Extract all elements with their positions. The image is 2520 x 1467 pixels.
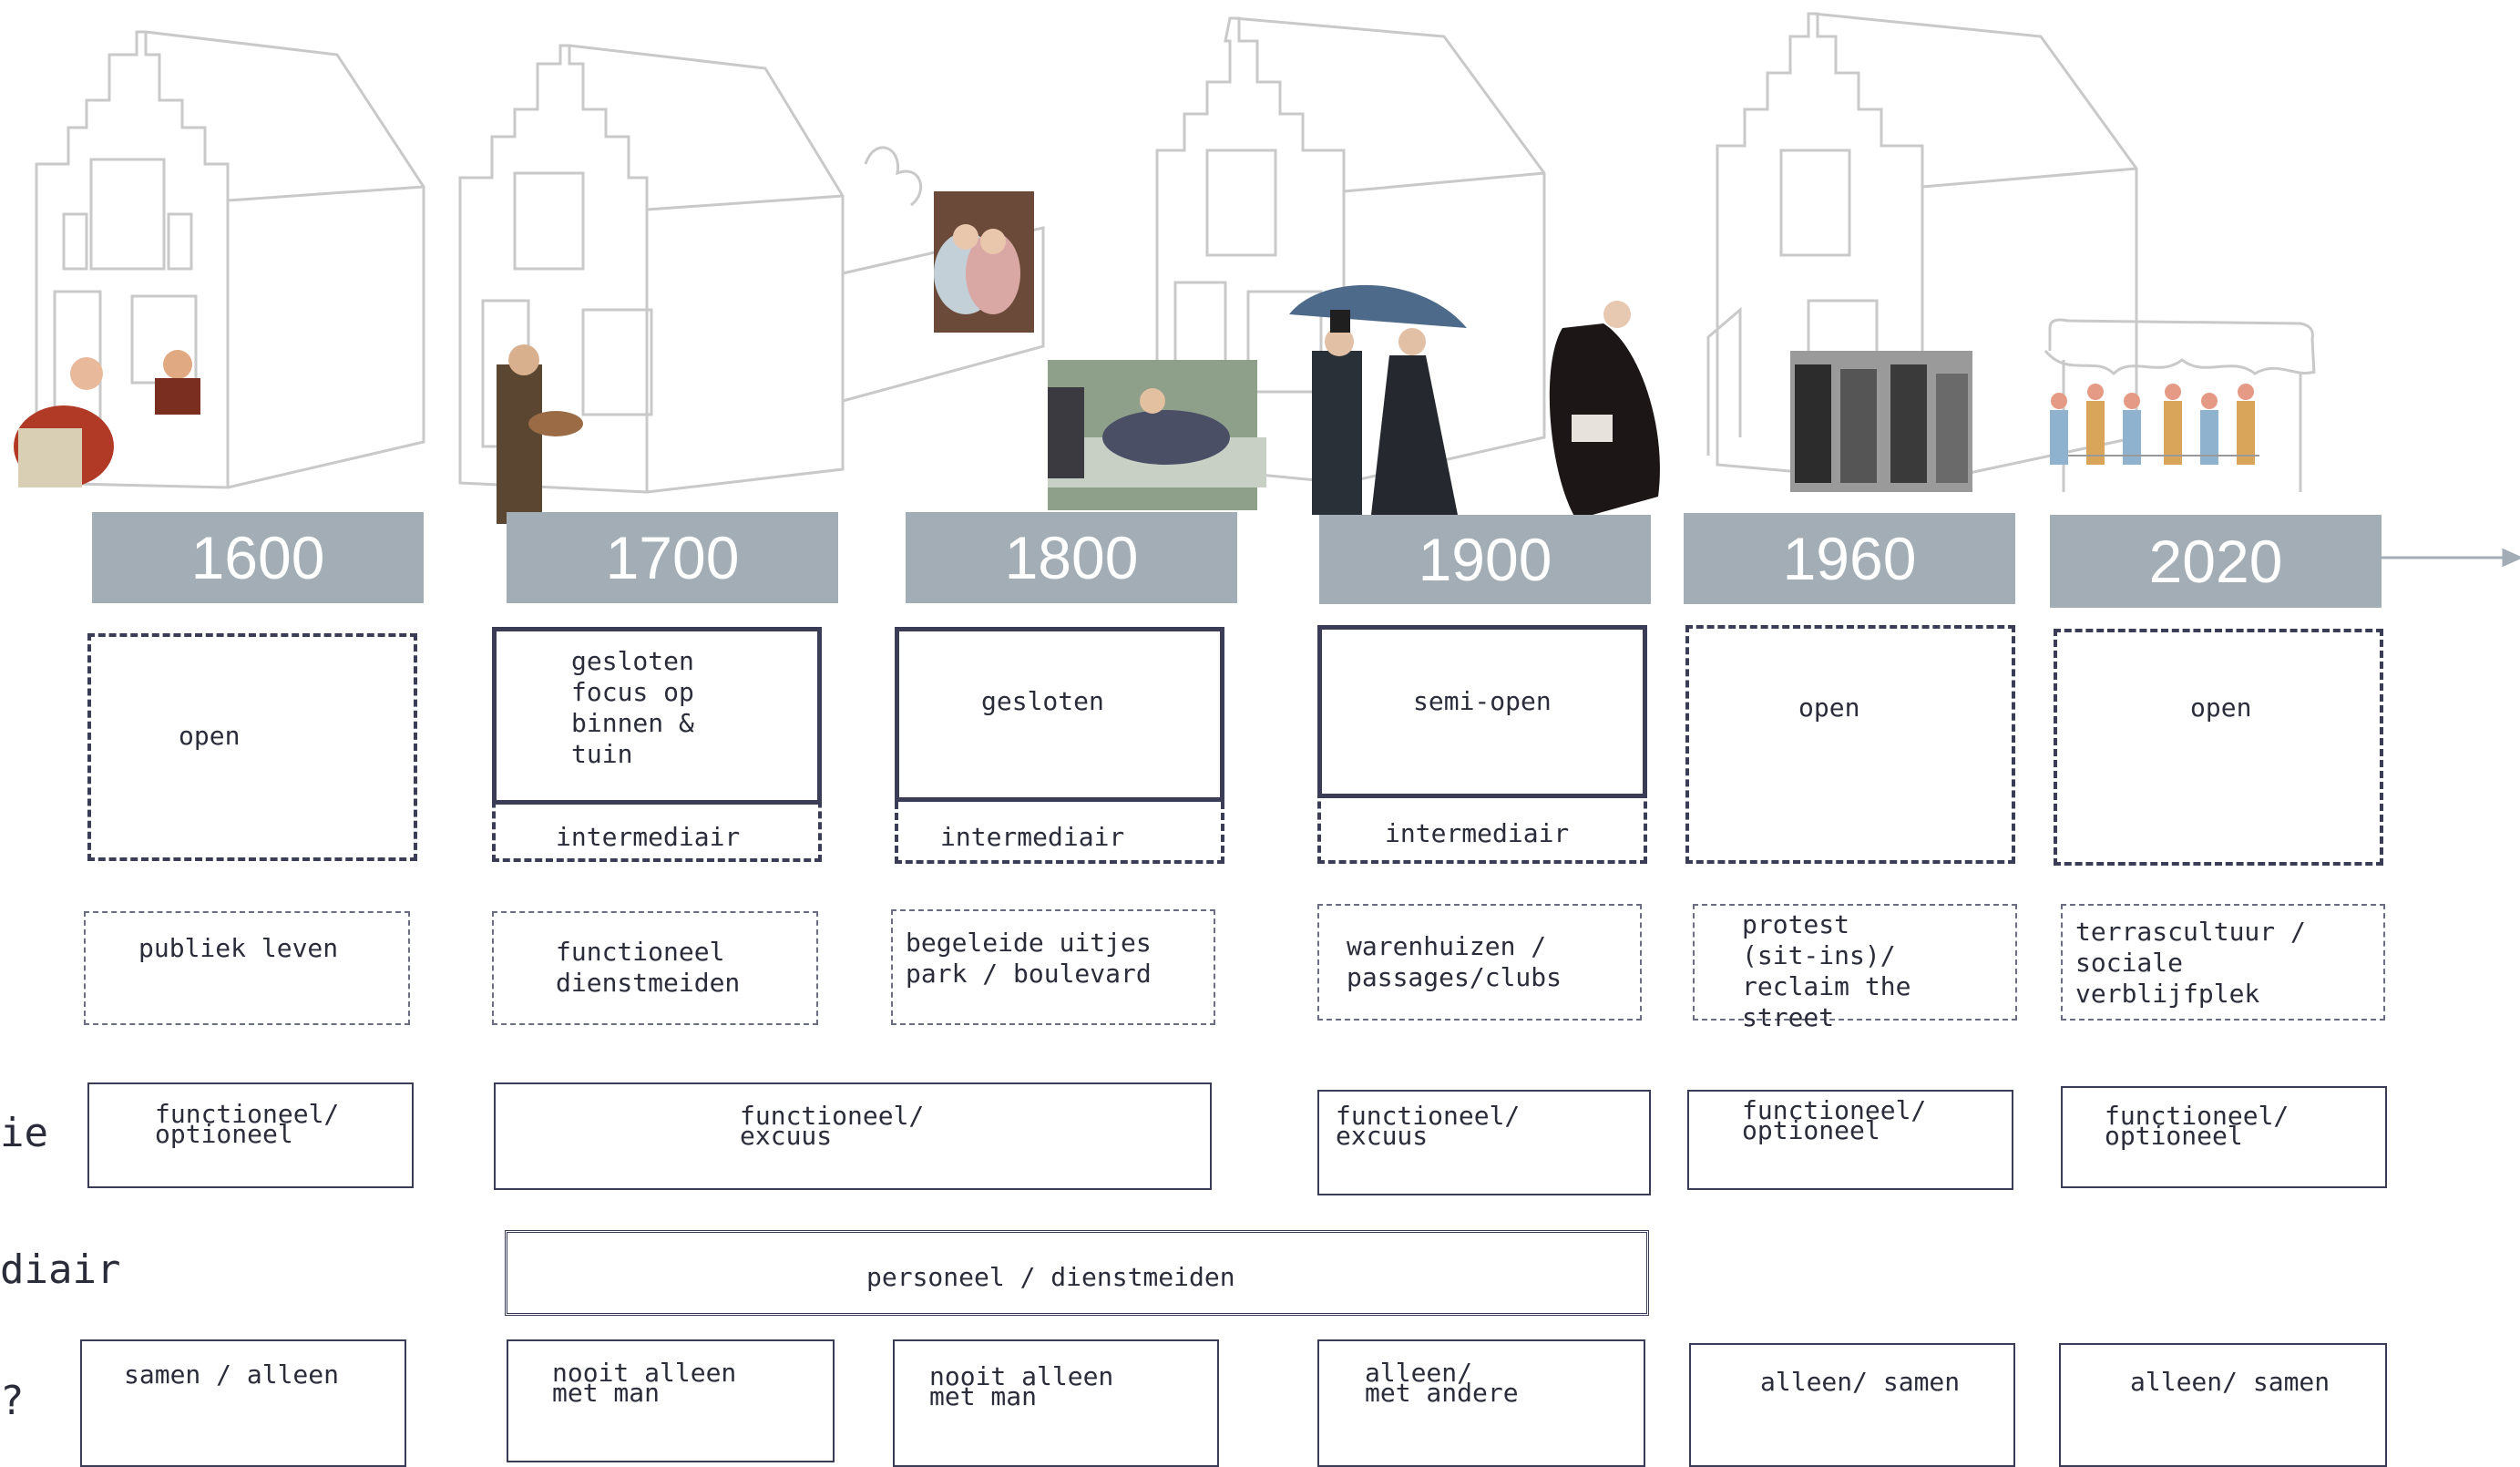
row-label-functie: ie [0, 1110, 48, 1156]
alone-box-1800: nooit alleen met man [893, 1339, 1219, 1467]
year-1900: 1900 [1319, 515, 1651, 604]
activity-box-1700: functioneel dienstmeiden [492, 911, 818, 1025]
figure-illustration-1800 [1048, 360, 1266, 510]
openness-box-1700: gesloten focus op binnen & tuin [492, 627, 822, 805]
activity-label-2020: terrascultuur / sociale verblijfplek [2075, 917, 2306, 1009]
activity-box-2020: terrascultuur / sociale verblijfplek [2061, 904, 2385, 1021]
timeline-arrow [2382, 548, 2520, 568]
alone-label-1900: alleen/ met andere [1365, 1358, 1519, 1408]
intermediair-box: personeel / dienstmeiden [505, 1230, 1649, 1316]
openness-label-1600: open [179, 721, 241, 751]
alone-label-2020: alleen/ samen [2130, 1367, 2330, 1397]
alone-label-1800: nooit alleen met man [929, 1361, 1114, 1411]
year-1960: 1960 [1684, 513, 2015, 604]
alone-box-1960: alleen/ samen [1689, 1343, 2015, 1467]
intermediate-label-1800: intermediair [940, 822, 1125, 852]
activity-label-1900: warenhuizen / passages/clubs [1347, 931, 1562, 992]
row-label-alleen: ? [0, 1378, 25, 1424]
year-1700: 1700 [507, 512, 838, 603]
alone-box-1600: samen / alleen [80, 1339, 406, 1467]
intermediair-label: personeel / dienstmeiden [866, 1262, 1235, 1292]
intermediate-label-1900: intermediair [1385, 818, 1570, 848]
activity-box-1900: warenhuizen / passages/clubs [1317, 904, 1642, 1021]
alone-label-1700: nooit alleen met man [552, 1358, 737, 1408]
year-1600: 1600 [92, 512, 424, 603]
figure-illustration-1960 [1790, 351, 1972, 492]
function-label-1960: functioneel/ optioneel [1742, 1095, 1927, 1145]
figure-illustration-1700 [497, 191, 1034, 524]
openness-label-1900: semi-open [1413, 686, 1552, 716]
openness-box-1960: open [1685, 625, 2015, 864]
alone-box-1700: nooit alleen met man [507, 1339, 835, 1462]
function-box-1960: functioneel/ optioneel [1687, 1090, 2013, 1190]
openness-label-1800: gesloten [981, 686, 1104, 716]
function-box-1700-1800: functioneel/ excuus [494, 1082, 1212, 1190]
year-1800: 1800 [906, 512, 1237, 603]
activity-label-1700: functioneel dienstmeiden [556, 937, 741, 998]
openness-label-1960: open [1798, 692, 1860, 723]
figure-illustration-2020 [2050, 384, 2259, 465]
house-sketch-1600 [35, 30, 425, 489]
openness-label-2020: open [2190, 692, 2252, 723]
alone-box-1900: alleen/ met andere [1317, 1339, 1645, 1467]
function-box-1600: functioneel/ optioneel [87, 1082, 414, 1188]
openness-box-2020: open [2054, 629, 2383, 866]
activity-label-1800: begeleide uitjes park / boulevard [906, 928, 1152, 989]
year-2020: 2020 [2050, 515, 2382, 608]
openness-box-1800: gesloten [895, 627, 1224, 802]
alone-label-1600: samen / alleen [124, 1359, 340, 1390]
function-box-1900: functioneel/ excuus [1317, 1090, 1651, 1195]
function-label-1600: functioneel/ optioneel [155, 1099, 340, 1149]
figure-illustration-1900 [1289, 284, 1660, 519]
row-label-intermediair: diair [0, 1246, 121, 1293]
alone-box-2020: alleen/ samen [2059, 1343, 2387, 1467]
alone-label-1960: alleen/ samen [1760, 1367, 1961, 1397]
function-box-2020: functioneel/ optioneel [2061, 1086, 2387, 1188]
intermediate-label-1700: intermediair [556, 822, 741, 852]
activity-box-1800: begeleide uitjes park / boulevard [891, 909, 1215, 1025]
function-label-1700-1800: functioneel/ excuus [740, 1101, 925, 1151]
activity-label-1600: publiek leven [138, 933, 339, 963]
activity-label-1960: protest (sit-ins)/ reclaim the street [1742, 909, 1911, 1032]
function-label-1900: functioneel/ excuus [1336, 1101, 1521, 1151]
activity-box-1600: publiek leven [84, 911, 410, 1025]
activity-box-1960: protest (sit-ins)/ reclaim the street [1693, 904, 2017, 1032]
openness-label-1700: gesloten focus op binnen & tuin [571, 646, 694, 769]
function-label-2020: functioneel/ optioneel [2105, 1101, 2290, 1151]
figure-illustration-1600 [14, 350, 200, 487]
openness-box-1900: semi-open [1317, 625, 1647, 798]
openness-box-1600: open [87, 633, 417, 861]
